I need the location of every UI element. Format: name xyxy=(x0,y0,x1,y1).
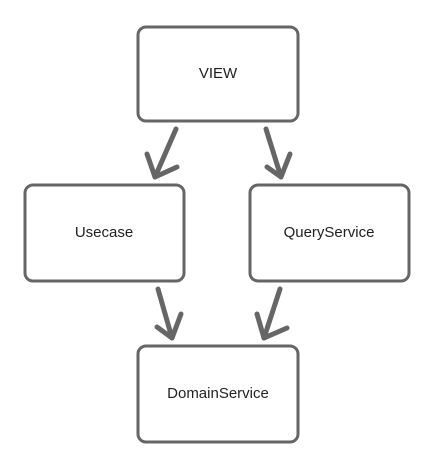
arrow-view-to-usecase xyxy=(144,126,180,180)
arrow-query-service-to-domain-service xyxy=(254,286,290,341)
node-query-service-label: QueryService xyxy=(284,224,375,241)
arrow-view-to-query-service-shaft xyxy=(263,126,284,180)
node-query-service-box xyxy=(248,183,411,283)
node-usecase-box xyxy=(23,183,186,283)
arrow-view-to-usecase-shaft xyxy=(152,126,179,180)
node-view: VIEW xyxy=(136,25,300,123)
node-query-service: QueryService xyxy=(248,183,411,283)
arrow-usecase-to-domain-service-head xyxy=(154,311,184,341)
arrow-query-service-to-domain-service-shaft xyxy=(261,286,283,341)
node-usecase-label: Usecase xyxy=(75,224,133,241)
arrow-view-to-query-service xyxy=(263,126,293,180)
arrow-usecase-to-domain-service-shaft xyxy=(155,286,175,341)
node-view-box xyxy=(136,25,300,123)
node-usecase: Usecase xyxy=(23,183,186,283)
arrow-view-to-usecase-head xyxy=(144,151,180,180)
node-domain-service: DomainService xyxy=(136,344,300,444)
node-domain-service-box xyxy=(136,344,300,444)
arrow-query-service-to-domain-service-head xyxy=(254,311,290,341)
arrow-view-to-query-service-head xyxy=(264,151,293,180)
node-domain-service-label: DomainService xyxy=(167,385,269,402)
arrow-usecase-to-domain-service xyxy=(154,286,184,341)
node-view-label: VIEW xyxy=(199,65,238,82)
